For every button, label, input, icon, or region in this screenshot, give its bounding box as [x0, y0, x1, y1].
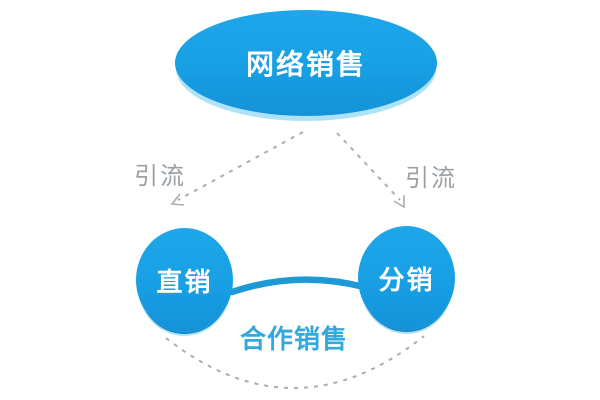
traffic-arrow-right-head [393, 195, 405, 209]
node-direct-sales: 直销 [136, 228, 233, 332]
node-network-sales: 网络销售 [175, 10, 437, 116]
node-direct-sales-label: 直销 [156, 267, 213, 298]
node-distribution: 分销 [358, 226, 455, 330]
node-network-sales-label: 网络销售 [245, 48, 366, 81]
cooperation-label: 合作销售 [239, 325, 348, 355]
traffic-label-left: 引流 [134, 162, 186, 190]
traffic-arrow-left-head [170, 193, 185, 206]
cooperation-arc [228, 276, 368, 296]
traffic-label-right: 引流 [405, 164, 457, 192]
node-distribution-label: 分销 [378, 265, 435, 296]
